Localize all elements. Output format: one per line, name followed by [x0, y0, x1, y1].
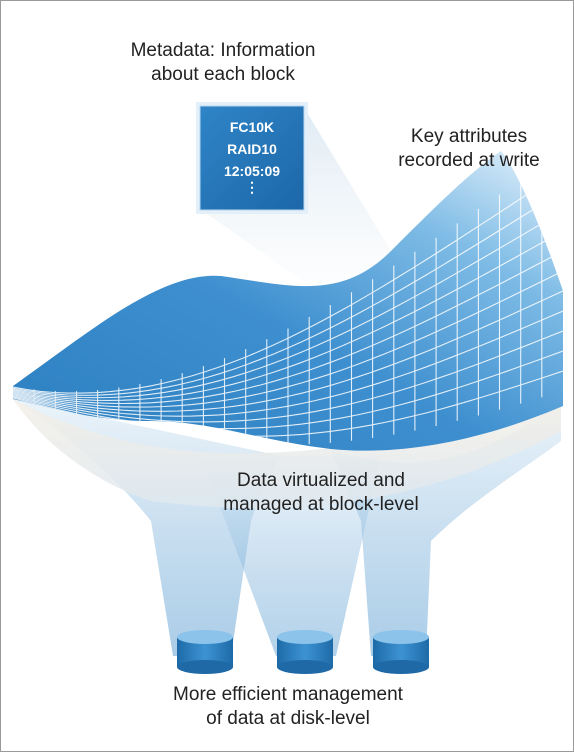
sheet-grid-line	[13, 350, 563, 430]
projection-beams	[13, 399, 561, 656]
caption-metadata-line-1: Metadata: Information	[130, 40, 316, 61]
sheet-grid-line	[13, 250, 563, 405]
disk-2	[277, 630, 333, 674]
caption-virtualized: Data virtualized and managed at block-le…	[171, 469, 471, 517]
caption-key-attributes-line-1: Key attributes	[410, 126, 528, 147]
sheet-grid-line	[13, 230, 563, 401]
sheet-grid-line	[13, 270, 563, 408]
metadata-more-icon: ⋮	[245, 179, 259, 195]
caption-metadata-line-2: about each block	[151, 64, 295, 85]
sheet-grid-line	[13, 290, 563, 412]
caption-disk: More efficient management of data at dis…	[121, 683, 455, 731]
sheet-grid-line	[13, 210, 563, 399]
metadata-line-drive: FC10K	[229, 119, 275, 135]
metadata-block: FC10K RAID10 12:05:09 ⋮	[198, 104, 306, 212]
caption-metadata: Metadata: Information about each block	[93, 39, 353, 87]
sheet-grid-line	[13, 170, 563, 394]
metadata-line-time: 12:05:09	[223, 163, 281, 179]
disk-3	[373, 630, 429, 674]
sheet-grid-line	[13, 330, 563, 423]
sheet-grid-line	[13, 310, 563, 417]
disk-group	[177, 630, 429, 674]
caption-disk-line-1: More efficient management	[173, 684, 403, 705]
caption-virtualized-line-2: managed at block-level	[223, 494, 419, 515]
metadata-line-raid: RAID10	[227, 141, 277, 157]
disk-1	[177, 630, 233, 674]
data-sheet	[13, 151, 563, 451]
caption-virtualized-line-1: Data virtualized and	[237, 470, 405, 491]
sheet-grid-line	[13, 190, 563, 396]
caption-key-attributes: Key attributes recorded at write	[369, 125, 569, 173]
caption-disk-line-2: of data at disk-level	[206, 708, 370, 729]
metadata-block-box	[196, 102, 308, 214]
caption-key-attributes-line-2: recorded at write	[398, 150, 540, 171]
